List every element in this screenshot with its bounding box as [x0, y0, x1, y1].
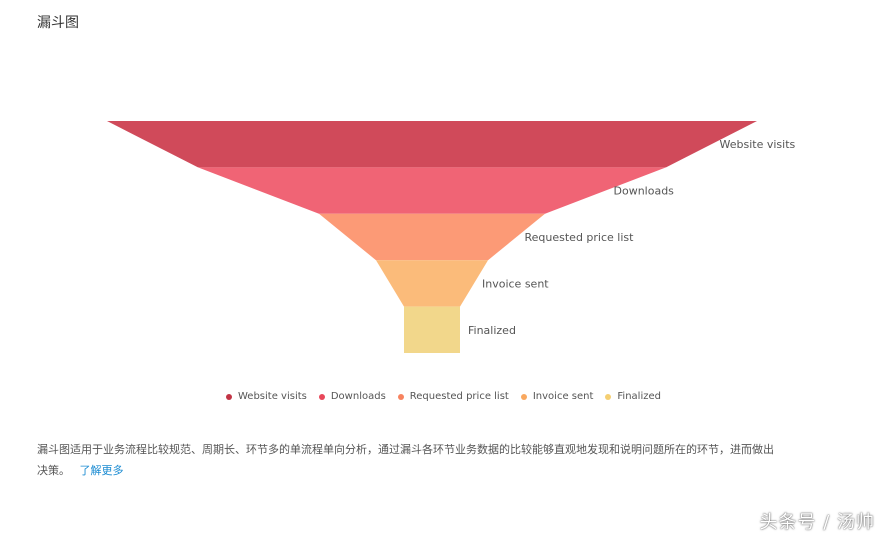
funnel-segment-requested-price-list[interactable]: [319, 213, 545, 261]
funnel-segments: [107, 121, 757, 353]
legend-marker: [226, 393, 232, 400]
funnel-label: Finalized: [468, 324, 516, 337]
chart-description: 漏斗图适用于业务流程比较规范、周期长、环节多的单流程单向分析，通过漏斗各环节业务…: [37, 439, 777, 481]
legend-label: Invoice sent: [532, 391, 594, 402]
description-text: 漏斗图适用于业务流程比较规范、周期长、环节多的单流程单向分析，通过漏斗各环节业务…: [37, 443, 774, 477]
legend-marker: [318, 393, 325, 400]
legend-marker: [605, 393, 612, 400]
page-title: 漏斗图: [37, 15, 79, 31]
funnel-segment-downloads[interactable]: [198, 167, 666, 214]
legend-label: Requested price list: [409, 391, 509, 402]
funnel-label: Requested price list: [525, 231, 635, 244]
legend-marker: [397, 393, 404, 400]
learn-more-link[interactable]: 了解更多: [79, 464, 124, 477]
funnel-label: Website visits: [720, 138, 796, 151]
watermark: 头条号 / 汤帅: [759, 512, 875, 533]
legend-item[interactable]: Downloads: [318, 391, 386, 402]
funnel-label: Invoice sent: [482, 277, 549, 290]
legend-item[interactable]: Invoice sent: [520, 391, 594, 402]
legend-label: Downloads: [330, 391, 386, 402]
legend-item[interactable]: Website visits: [226, 391, 307, 402]
legend-marker: [520, 393, 527, 400]
funnel-segment-website-visits[interactable]: [107, 121, 757, 168]
legend-item[interactable]: Requested price list: [397, 391, 509, 402]
funnel-label: Downloads: [614, 185, 675, 198]
legend-label: Finalized: [617, 391, 661, 402]
chart-legend: Website visits Downloads Requested price l…: [0, 391, 887, 402]
legend-label: Website visits: [238, 391, 307, 402]
funnel-segment-invoice-sent[interactable]: [376, 260, 488, 307]
legend-item[interactable]: Finalized: [605, 391, 661, 402]
funnel-segment-finalized[interactable]: [404, 306, 460, 353]
